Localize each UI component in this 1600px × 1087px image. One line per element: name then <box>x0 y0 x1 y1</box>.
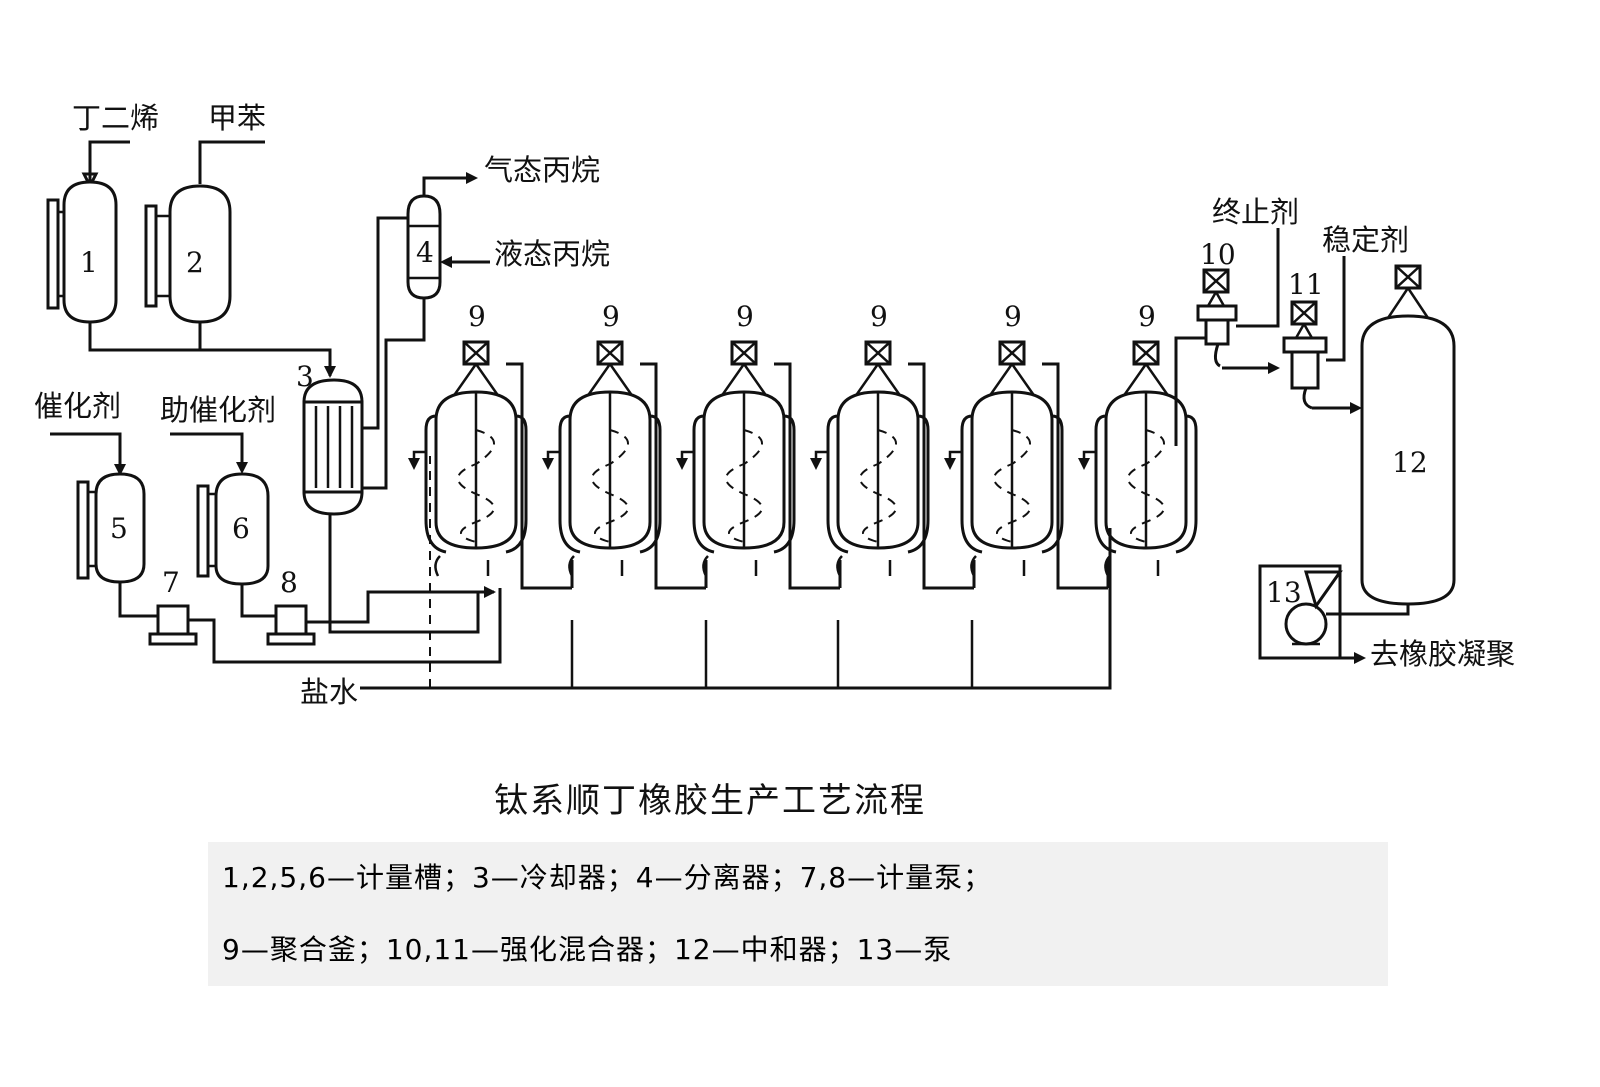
polymerization-reactor-1: 9 <box>408 300 574 590</box>
metering-tank-5: 5 <box>76 472 146 584</box>
pump-7-number: 7 <box>162 566 180 599</box>
polymerization-reactor-6: 9 <box>1078 300 1198 577</box>
propane-vapor-return-line <box>362 216 408 430</box>
butadiene-arrow-icon <box>81 172 99 190</box>
tank-6-number: 6 <box>232 512 250 545</box>
cocatalyst-feed-line <box>170 432 244 470</box>
pump-13: 13 <box>1258 564 1343 660</box>
neutralizer-to-pump13-line <box>1326 604 1410 616</box>
catalyst-feed-line <box>50 432 122 472</box>
legend-line-2: 9—聚合釜；10,11—强化混合器；12—中和器；13—泵 <box>222 933 953 966</box>
cocatalyst-arrow-icon <box>236 462 248 474</box>
gaseous-propane-line <box>422 176 474 196</box>
metering-tank-1: 1 <box>46 180 118 324</box>
gaseous-propane-label: 气态丙烷 <box>484 153 600 187</box>
separator-number: 4 <box>416 236 434 269</box>
liquid-propane-label: 液态丙烷 <box>494 237 610 271</box>
reactor-number: 9 <box>1004 300 1022 333</box>
intensive-mixer-10 <box>1196 268 1238 368</box>
neutralizer-inlet-arrow-icon <box>1350 402 1362 414</box>
equipment-legend: 1,2,5,6—计量槽；3—冷却器；4—分离器；7,8—计量泵； 9—聚合釜；1… <box>208 842 1388 986</box>
intensive-mixer-11 <box>1282 300 1328 410</box>
tank6-to-pump8-line <box>240 584 276 618</box>
liquid-propane-arrow-icon <box>440 256 452 268</box>
reactor-number: 9 <box>468 300 486 333</box>
cooler-inlet-arrow-icon <box>324 366 336 378</box>
pump-13-number: 13 <box>1266 576 1302 609</box>
metering-pump-8 <box>266 604 316 646</box>
stabilizer-label: 稳定剂 <box>1322 223 1409 257</box>
liquid-propane-supply-line <box>362 298 426 490</box>
legend-line-1: 1,2,5,6—计量槽；3—冷却器；4—分离器；7,8—计量泵； <box>222 861 993 894</box>
terminator-label: 终止剂 <box>1212 195 1299 229</box>
brine-branch-lines <box>570 620 974 688</box>
pump8-discharge-line <box>306 590 494 624</box>
terminator-feed-line <box>1236 228 1280 328</box>
catalyst-label: 催化剂 <box>34 389 121 423</box>
neutralizer-12: 12 <box>1360 264 1456 606</box>
brine-label: 盐水 <box>300 675 358 709</box>
mixer11-inlet-arrow-icon <box>1268 362 1280 374</box>
cooler-number: 3 <box>296 360 314 393</box>
stabilizer-feed-line <box>1326 256 1346 362</box>
cocatalyst-injection-arrow-icon <box>484 586 496 598</box>
cooler-3: 3 <box>296 360 364 516</box>
tank-2-number: 2 <box>186 246 204 279</box>
reactor-number: 9 <box>602 300 620 333</box>
butadiene-label: 丁二烯 <box>72 101 159 135</box>
polymerization-reactor-2: 9 <box>542 300 708 590</box>
pump-8-number: 8 <box>280 566 298 599</box>
pump7-discharge-line <box>188 588 502 664</box>
diagram-caption: 钛系顺丁橡胶生产工艺流程 <box>494 781 926 821</box>
cooler-to-reactor-feed-line <box>328 514 480 634</box>
toluene-label: 甲苯 <box>208 101 266 135</box>
reactor-number: 9 <box>870 300 888 333</box>
gaseous-propane-arrow-icon <box>466 172 478 184</box>
to-rubber-coagulation-label: 去橡胶凝聚 <box>1370 637 1515 671</box>
tank-1-number: 1 <box>80 246 98 279</box>
mixer-11-number: 11 <box>1288 268 1324 301</box>
butadiene-feed-line <box>88 140 130 182</box>
polymerization-reactor-4: 9 <box>810 300 976 590</box>
tank-5-number: 5 <box>110 512 128 545</box>
mixer-10-number: 10 <box>1200 238 1236 271</box>
last-reactor-to-mixer10-line <box>1174 336 1206 446</box>
toluene-feed-line <box>198 140 265 184</box>
neutralizer-number: 12 <box>1392 446 1428 479</box>
brine-header-line <box>360 528 1112 690</box>
reactor-number: 9 <box>736 300 754 333</box>
cocatalyst-label: 助催化剂 <box>160 393 276 427</box>
polymerization-reactors: 9 9 9 9 9 9 <box>408 300 1198 590</box>
reactor-number: 9 <box>1138 300 1156 333</box>
polymerization-reactor-5: 9 <box>944 300 1110 590</box>
metering-tank-2: 2 <box>144 184 232 324</box>
metering-pump-7 <box>148 604 198 646</box>
metering-tank-6: 6 <box>196 472 270 586</box>
polymerization-reactor-3: 9 <box>676 300 842 590</box>
flow-diagram-svg: 丁二烯 甲苯 气态丙烷 液态丙烷 催化剂 助催化剂 终止剂 稳定剂 盐水 去橡胶… <box>34 101 1515 821</box>
product-outlet-arrow-icon <box>1354 652 1366 664</box>
tank5-to-pump7-line <box>118 582 158 618</box>
catalyst-arrow-icon <box>114 464 126 476</box>
separator-4: 4 <box>406 194 442 300</box>
tank12-outlet-line <box>88 322 332 376</box>
